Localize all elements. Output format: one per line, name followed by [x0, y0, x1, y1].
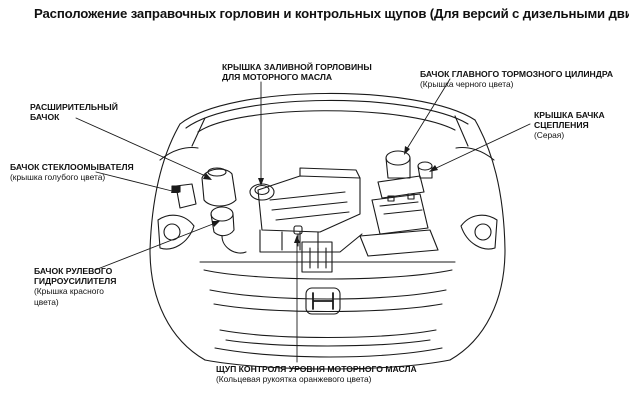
clutch-reservoir: [417, 161, 433, 179]
callout-clutch-reservoir: КРЫШКА БАЧКА СЦЕПЛЕНИЯ (Серая): [534, 110, 605, 141]
callout-brake-reservoir: БАЧОК ГЛАВНОГО ТОРМОЗНОГО ЦИЛИНДРА (Крыш…: [420, 69, 613, 89]
power-steering-label-line2: ГИДРОУСИЛИТЕЛЯ: [34, 276, 117, 287]
callout-oil-cap: КРЫШКА ЗАЛИВНОЙ ГОРЛОВИНЫ ДЛЯ МОТОРНОГО …: [222, 62, 372, 82]
engine-block: [257, 167, 363, 273]
body-outline: [149, 119, 506, 370]
brake-reservoir: [377, 150, 425, 199]
leader-lines: [75, 78, 531, 363]
power-steering-reservoir: [210, 206, 247, 254]
callout-expansion-tank: РАСШИРИТЕЛЬНЫЙ БАЧОК: [30, 102, 118, 122]
honda-logo: [305, 287, 341, 315]
leader-arrowheads: [171, 146, 438, 243]
headlights: [157, 214, 498, 250]
callout-power-steering: БАЧОК РУЛЕВОГО ГИДРОУСИЛИТЕЛЯ (Крышка кр…: [34, 266, 116, 307]
brake-reservoir-note: (Крышка черного цвета): [420, 79, 514, 90]
expansion-tank-label-line1: РАСШИРИТЕЛЬНЫЙ: [30, 102, 118, 112]
clutch-reservoir-note: (Серая): [534, 130, 565, 141]
clutch-reservoir-label-line1: КРЫШКА БАЧКА: [534, 110, 605, 120]
diagram-title: Расположение заправочных горловин и конт…: [34, 6, 629, 21]
hood-outline: [179, 92, 476, 147]
power-steering-note-line1: (Крышка красного: [34, 286, 104, 297]
expansion-tank-label-line2: БАЧОК: [30, 112, 60, 123]
dipstick-note: (Кольцевая рукоятка оранжевого цвета): [216, 374, 372, 385]
callout-washer-reservoir: БАЧОК СТЕКЛООМЫВАТЕЛЯ (крышка голубого ц…: [10, 162, 134, 182]
power-steering-label-line1: БАЧОК РУЛЕВОГО: [34, 266, 113, 276]
expansion-tank: [201, 167, 237, 207]
oil-cap-label-line2: ДЛЯ МОТОРНОГО МАСЛА: [222, 72, 333, 83]
grille-and-bumper: [199, 261, 456, 347]
battery: [359, 193, 439, 257]
dipstick-label: ЩУП КОНТРОЛЯ УРОВНЯ МОТОРНОГО МАСЛА: [216, 364, 417, 374]
washer-reservoir-label: БАЧОК СТЕКЛООМЫВАТЕЛЯ: [10, 162, 134, 172]
washer-reservoir-note: (крышка голубого цвета): [10, 172, 106, 183]
brake-reservoir-label: БАЧОК ГЛАВНОГО ТОРМОЗНОГО ЦИЛИНДРА: [420, 69, 614, 79]
oil-filler-cap: [249, 183, 275, 201]
clutch-reservoir-label-line2: СЦЕПЛЕНИЯ: [534, 120, 589, 131]
oil-cap-label-line1: КРЫШКА ЗАЛИВНОЙ ГОРЛОВИНЫ: [222, 62, 372, 72]
power-steering-note-line2: цвета): [34, 296, 59, 307]
callout-dipstick: ЩУП КОНТРОЛЯ УРОВНЯ МОТОРНОГО МАСЛА (Кол…: [216, 364, 417, 384]
washer-reservoir: [171, 183, 197, 209]
